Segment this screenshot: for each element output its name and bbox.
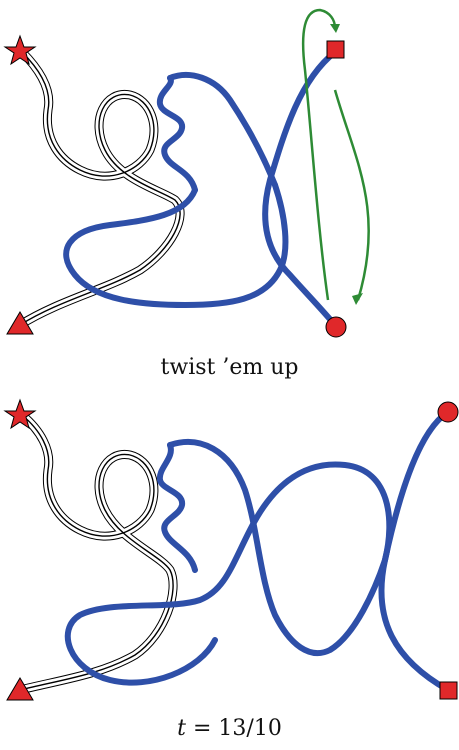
- diagram-t-panel: [0, 390, 459, 710]
- caption-twist: twist ’em up: [160, 355, 299, 380]
- circle-marker: [325, 316, 347, 338]
- caption-time-value: = 13/10: [186, 716, 282, 741]
- blue-strand: [63, 49, 338, 328]
- triangle-marker: [6, 311, 34, 335]
- star-marker: [3, 398, 37, 430]
- square-marker: [326, 40, 345, 59]
- caption-time: t = 13/10: [0, 716, 459, 741]
- ribbon-strand: [15, 47, 185, 330]
- blue-strand: [64, 409, 451, 693]
- square-marker: [439, 681, 458, 700]
- circle-marker: [437, 401, 459, 423]
- swap-arrows: [301, 8, 370, 301]
- ribbon-strand: [15, 410, 178, 695]
- triangle-marker: [6, 677, 34, 701]
- arrowhead-top: [330, 24, 340, 33]
- star-marker: [3, 34, 37, 66]
- caption-time-variable: t: [177, 716, 186, 741]
- arrowhead-bottom: [352, 293, 363, 305]
- diagram-twist-panel: [0, 0, 459, 345]
